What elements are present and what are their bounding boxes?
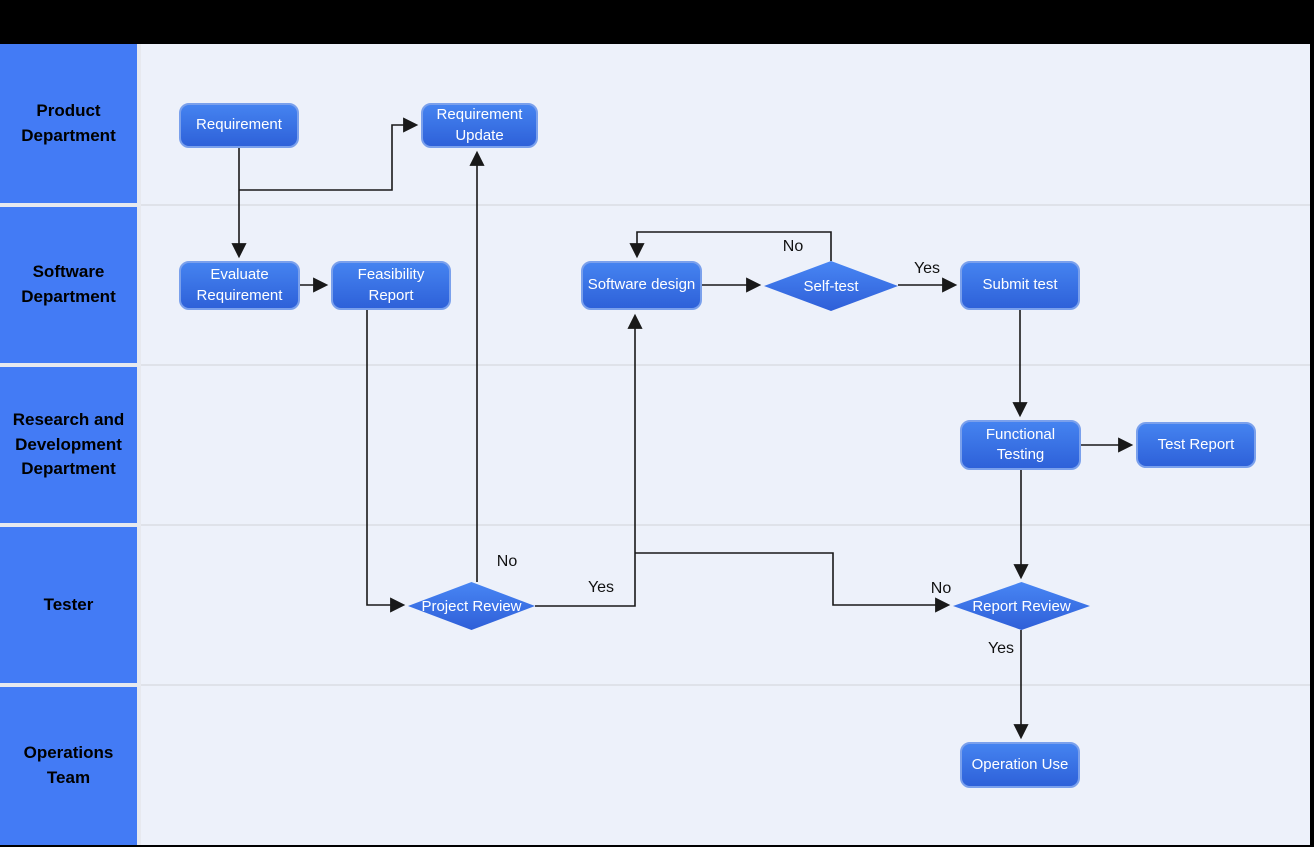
lane-divider — [141, 204, 1310, 206]
node-functional-testing: Functional Testing — [960, 420, 1081, 470]
node-requirement: Requirement — [179, 103, 299, 148]
lane-divider — [141, 364, 1310, 366]
node-software-design: Software design — [581, 261, 702, 310]
edge-label-report-review-no: No — [930, 580, 952, 597]
node-feasibility-report: Feasibility Report — [331, 261, 451, 310]
node-test-report: Test Report — [1136, 422, 1256, 468]
node-operation-use: Operation Use — [960, 742, 1080, 788]
node-requirement-update: Requirement Update — [421, 103, 538, 148]
edge-label-report-review-yes: Yes — [987, 640, 1015, 657]
lane-header-rnd-department: Research and Development Department — [0, 367, 137, 523]
lane-header-tester: Tester — [0, 527, 137, 683]
node-submit-test: Submit test — [960, 261, 1080, 310]
edge-label-project-review-no: No — [496, 553, 518, 570]
swimlane-diagram: Product Department Software Department R… — [0, 44, 1310, 845]
lane-header-product-department: Product Department — [0, 44, 137, 203]
lane-header-software-department: Software Department — [0, 207, 137, 363]
edge-label-project-review-yes: Yes — [587, 579, 615, 596]
lane-divider — [141, 684, 1310, 686]
lane-header-operations-team: Operations Team — [0, 687, 137, 845]
node-evaluate-requirement: Evaluate Requirement — [179, 261, 300, 310]
edge-label-self-test-yes: Yes — [913, 260, 941, 277]
diagram-canvas — [141, 44, 1310, 845]
lane-divider — [141, 524, 1310, 526]
edge-label-self-test-no: No — [782, 238, 804, 255]
